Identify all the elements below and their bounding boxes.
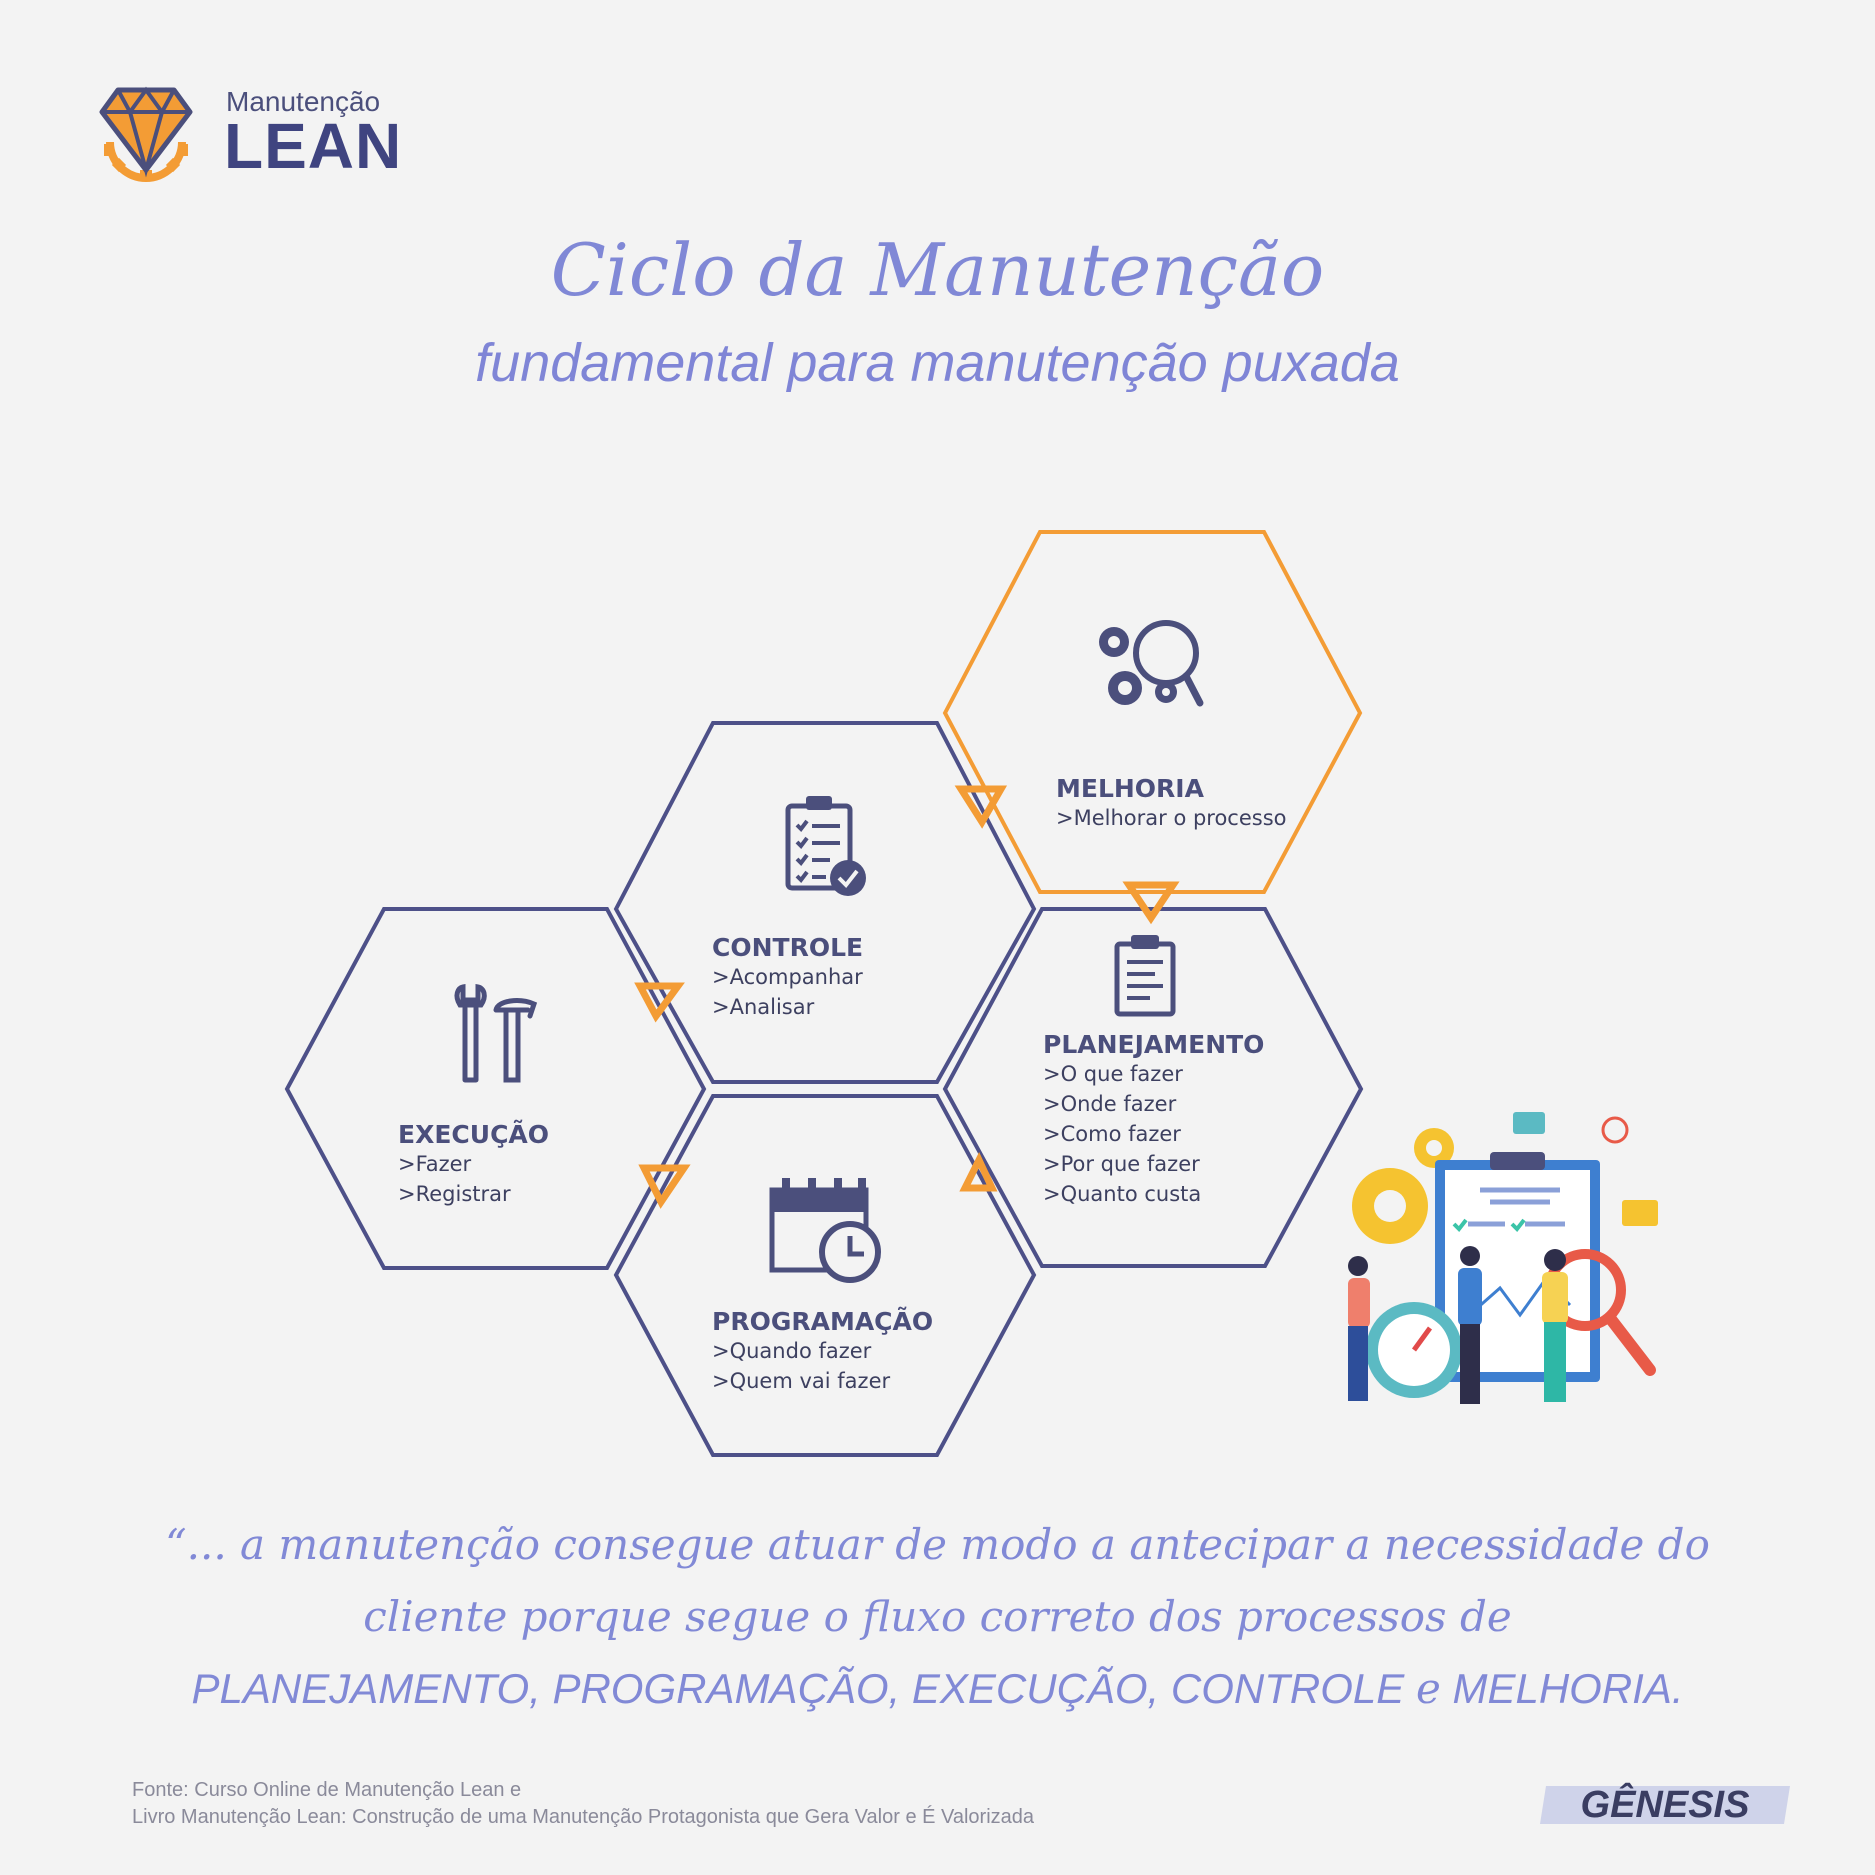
clipboard-check-icon: [785, 796, 866, 896]
person-left: [1348, 1256, 1370, 1401]
logo: Manutenção LEAN: [96, 84, 416, 184]
quote-line-1: “... a manutenção consegue atuar de modo…: [165, 1520, 1710, 1569]
hexagon-line: >Melhorar o processo: [1056, 806, 1287, 830]
label-programacao: PROGRAMAÇÃO >Quando fazer >Quem vai faze…: [712, 1307, 933, 1396]
logo-title: LEAN: [224, 110, 403, 182]
hexagon-title: PROGRAMAÇÃO: [712, 1307, 934, 1336]
hexagon-line: >Quem vai fazer: [712, 1369, 891, 1393]
arrow-controle-melhoria: [954, 785, 1008, 829]
arrow-melhoria-planejamento: [1122, 881, 1180, 925]
hexagon-controle: [613, 721, 1037, 1084]
label-melhoria: MELHORIA >Melhorar o processo: [1056, 774, 1287, 833]
person-right: [1542, 1249, 1568, 1402]
hexagon-line: >Como fazer: [1043, 1122, 1181, 1146]
diamond-gear-icon: [99, 86, 193, 182]
hexagon-title: CONTROLE: [712, 933, 864, 962]
brand-logo: GÊNESIS: [1540, 1782, 1790, 1828]
arrow-planejamento-programacao: [959, 1151, 998, 1192]
label-controle: CONTROLE >Acompanhar >Analisar: [712, 933, 863, 1022]
logo-subtitle: Manutenção: [226, 86, 381, 117]
hexagon-title: MELHORIA: [1056, 774, 1204, 803]
arrow-execucao-controle: [634, 982, 685, 1023]
calendar-clock-icon: [769, 1178, 881, 1283]
quote-line-2: cliente porque segue o fluxo correto dos…: [363, 1592, 1512, 1641]
hexagon-line: >Onde fazer: [1043, 1092, 1177, 1116]
hexagon-line: >Registrar: [398, 1182, 511, 1206]
hexagon-line: >O que fazer: [1043, 1062, 1183, 1086]
hexagon-line: >Por que fazer: [1043, 1152, 1200, 1176]
hexagon-execucao: [284, 907, 707, 1270]
page-title: Ciclo da Manutenção: [550, 228, 1325, 312]
hexagon-line: >Quanto custa: [1043, 1182, 1202, 1206]
label-execucao: EXECUÇÃO >Fazer >Registrar: [398, 1120, 549, 1209]
hexagon-line: >Analisar: [712, 995, 815, 1019]
mail-icon: [1622, 1200, 1658, 1226]
hexagon-title: PLANEJAMENTO: [1043, 1030, 1265, 1059]
hexagon-line: >Fazer: [398, 1152, 472, 1176]
quote-conjunction: e: [1415, 1664, 1441, 1713]
hexagon-melhoria: [942, 530, 1363, 894]
footer-source-1: Fonte: Curso Online de Manutenção Lean e: [132, 1779, 522, 1801]
gear-icon: [1352, 1128, 1454, 1244]
footer-source-2: Livro Manutenção Lean: Construção de uma…: [132, 1806, 1035, 1828]
brand-name: GÊNESIS: [1580, 1784, 1750, 1826]
folder-icon: [1513, 1112, 1545, 1134]
quote-melhoria: MELHORIA.: [1452, 1665, 1684, 1712]
refresh-icon: [1601, 1116, 1629, 1144]
hexagon-programacao: [613, 1094, 1037, 1457]
quote-processes: PLANEJAMENTO, PROGRAMAÇÃO, EXECUÇÃO, CON…: [191, 1665, 1405, 1712]
hexagon-planejamento: [942, 907, 1364, 1268]
page-subtitle: fundamental para manutenção puxada: [475, 333, 1400, 393]
brand-logo-shape: [1540, 1786, 1790, 1824]
flow-arrows: [634, 785, 1180, 1209]
person-middle: [1458, 1246, 1482, 1404]
label-planejamento: PLANEJAMENTO >O que fazer >Onde fazer >C…: [1043, 1030, 1264, 1209]
gears-magnifier-icon: [1099, 620, 1204, 707]
team-illustration: [1348, 1112, 1658, 1404]
hexagon-line: >Quando fazer: [712, 1339, 872, 1363]
quote-line-3: PLANEJAMENTO, PROGRAMAÇÃO, EXECUÇÃO, CON…: [0, 1664, 1875, 1713]
hexagon-line: >Acompanhar: [712, 965, 863, 989]
hexagon-title: EXECUÇÃO: [398, 1120, 550, 1149]
tools-icon: [454, 983, 538, 1083]
arrow-programacao-execucao: [638, 1164, 691, 1209]
clipboard-list-icon: [1114, 935, 1176, 1017]
